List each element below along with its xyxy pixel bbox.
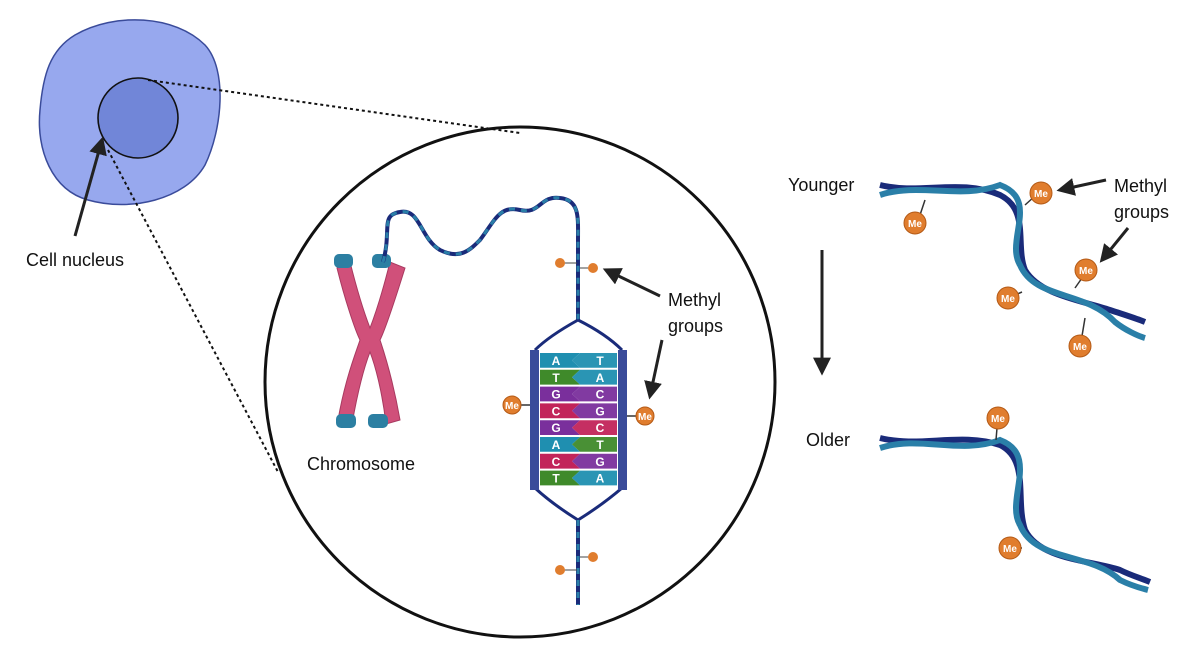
svg-text:Me: Me	[1003, 544, 1017, 555]
base-left	[540, 386, 580, 402]
methyl-group: Me	[1068, 317, 1092, 358]
base-right	[572, 437, 617, 452]
base-left-letter: C	[552, 455, 561, 469]
svg-text:Me: Me	[1079, 266, 1093, 277]
base-left-letter: A	[552, 354, 561, 368]
base-right	[572, 470, 617, 486]
base-left-letter: A	[552, 438, 561, 452]
methyl-small	[555, 258, 598, 273]
methyl-arrow-center-bottom	[644, 339, 664, 400]
base-left-letter: G	[551, 388, 560, 402]
chromosome-arm-left	[336, 261, 406, 425]
base-right-letter: A	[596, 371, 605, 385]
base-right	[572, 386, 617, 402]
dna-fork-top	[533, 318, 624, 352]
base-right	[572, 453, 617, 469]
base-right-letter: T	[596, 354, 604, 368]
methyl-arrow-right-bottom	[1099, 227, 1130, 263]
svg-text:Me: Me	[1034, 189, 1048, 200]
chromosome-cap	[334, 254, 353, 268]
svg-text:Me: Me	[908, 219, 922, 230]
methyl-group: Me	[1074, 258, 1098, 289]
methyl-group: Me	[903, 199, 927, 235]
base-right-letter: C	[596, 388, 605, 402]
base-right	[572, 353, 617, 368]
base-left	[540, 403, 580, 419]
base-right-letter: G	[595, 455, 604, 469]
younger-label: Younger	[788, 175, 854, 195]
dna-strand-upper	[381, 195, 581, 320]
base-left-letter: T	[552, 371, 560, 385]
methyl-groups-label-right-line2: groups	[1114, 202, 1169, 222]
svg-text:Me: Me	[638, 412, 652, 423]
chromosome-cap	[336, 414, 356, 428]
base-right	[572, 369, 617, 385]
methyl-groups-label-center-line1: Methyl	[668, 290, 721, 310]
methyl-group: Me	[986, 406, 1010, 441]
base-left-letter: C	[552, 404, 561, 418]
methyl-groups-label-right-line1: Methyl	[1114, 176, 1167, 196]
methyl-group-left: Me	[502, 395, 530, 415]
nucleus-arrow	[73, 136, 107, 237]
base-left-letter: T	[552, 472, 560, 486]
svg-text:Me: Me	[505, 401, 519, 412]
backbone-right	[618, 350, 627, 490]
methyl-small-lower	[555, 552, 598, 575]
base-right-letter: T	[596, 438, 604, 452]
base-left	[540, 420, 580, 435]
methyl-arrow-center-top	[602, 268, 661, 298]
dna-older	[879, 435, 1152, 593]
cell-nucleus	[97, 77, 179, 159]
methyl-group: Me	[996, 286, 1023, 310]
svg-text:Me: Me	[1001, 294, 1015, 305]
backbone-left	[530, 350, 539, 490]
base-left	[540, 470, 580, 486]
zoom-line-bottom	[107, 149, 279, 473]
dna-younger	[879, 181, 1147, 341]
base-right-letter: G	[595, 404, 604, 418]
zoom-circle	[263, 125, 777, 639]
base-left	[540, 369, 580, 385]
base-right	[572, 403, 617, 419]
base-left	[540, 353, 580, 368]
chromosome-cap	[368, 414, 388, 428]
dna-fork-bottom	[533, 486, 623, 522]
base-right-letter: A	[596, 472, 605, 486]
base-right-letter: C	[596, 421, 605, 435]
zoom-line-top	[147, 79, 521, 134]
chromosome-label: Chromosome	[307, 454, 415, 474]
cell-nucleus-label: Cell nucleus	[26, 250, 124, 270]
methyl-groups-label-center-line2: groups	[668, 316, 723, 336]
base-left-letter: G	[551, 421, 560, 435]
base-right	[572, 420, 617, 435]
svg-text:Me: Me	[991, 414, 1005, 425]
cell	[38, 19, 221, 206]
chromosome	[334, 254, 406, 428]
methyl-group: Me	[998, 536, 1022, 560]
older-label: Older	[806, 430, 850, 450]
base-left	[540, 453, 580, 469]
methyl-group-right: Me	[627, 406, 655, 426]
methyl-group: Me	[1024, 181, 1053, 206]
base-left	[540, 437, 580, 452]
svg-text:Me: Me	[1073, 342, 1087, 353]
methyl-arrow-right-top	[1056, 178, 1107, 196]
